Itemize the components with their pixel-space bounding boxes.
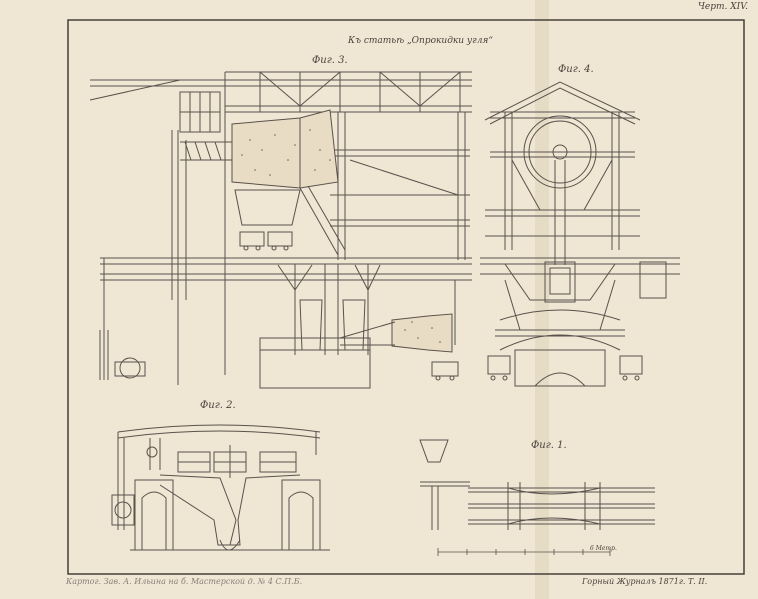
printer-imprint: Картог. Зав. А. Ильина на б. Мастерской … xyxy=(66,577,303,586)
scale-bar xyxy=(437,548,611,556)
coal-stippling xyxy=(241,129,441,343)
figure-3-label: Фиг. 3. xyxy=(312,55,348,66)
journal-imprint: Горный Журналъ 1871г. Т. II. xyxy=(582,577,708,586)
figure-4-end-elevation xyxy=(480,81,680,387)
figure-3-elevation xyxy=(89,71,472,389)
plate-frame xyxy=(67,19,745,575)
figure-4-label: Фиг. 4. xyxy=(558,64,594,75)
figure-2-tipper xyxy=(111,424,330,551)
plate-title: Къ статьѣ „Опрокидки угля“ xyxy=(348,36,493,46)
plate-number: Черт. XIV. xyxy=(697,2,748,12)
figure-1-label: Фиг. 1. xyxy=(531,440,567,451)
figure-1-plan xyxy=(419,439,655,530)
scale-label: 6 Метр. xyxy=(590,545,617,552)
figure-2-label: Фиг. 2. xyxy=(200,400,236,411)
